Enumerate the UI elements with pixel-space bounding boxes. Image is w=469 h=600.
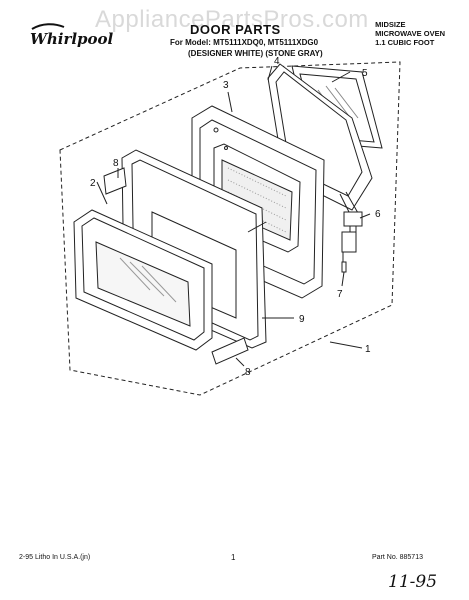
callout-1: 1 <box>365 344 371 355</box>
spec-line: 1.1 CUBIC FOOT <box>375 38 435 47</box>
leader-line <box>227 91 233 113</box>
model-numbers: For Model: MT5111XDQ0, MT5111XDG0 <box>170 38 319 47</box>
callout-5: 5 <box>362 68 368 79</box>
callout-6: 6 <box>375 209 381 220</box>
leader-line <box>359 213 371 219</box>
product-spec: MIDSIZE MICROWAVE OVEN 1.1 CUBIC FOOT <box>375 20 445 47</box>
leader-line <box>267 65 273 81</box>
callout-8-bottom: 8 <box>245 367 251 378</box>
callout-2: 2 <box>90 178 96 189</box>
spring-part-7 <box>341 252 347 273</box>
brand-name: Whirlpool <box>30 30 114 48</box>
part-number: Part No. 885713 <box>372 554 423 561</box>
page-title: DOOR PARTS <box>190 22 281 37</box>
callout-8-top: 8 <box>113 158 119 169</box>
whirlpool-logo: Whirlpool <box>30 23 114 48</box>
handwritten-date: 11-95 <box>388 572 438 592</box>
callout-7: 7 <box>337 289 343 300</box>
leader-line <box>329 341 363 349</box>
trim-strip-part-8-top <box>103 167 127 195</box>
color-variants: (DESIGNER WHITE) (STONE GRAY) <box>188 49 323 58</box>
spec-line: MIDSIZE <box>375 20 406 29</box>
callout-4: 4 <box>274 56 280 67</box>
latch-part-6 <box>341 211 363 253</box>
leader-line <box>235 357 245 367</box>
callout-9: 9 <box>299 314 305 325</box>
spec-line: MICROWAVE OVEN <box>375 29 445 38</box>
leader-line <box>331 71 351 83</box>
trim-strip-part-8-bottom <box>211 337 249 365</box>
page-number: 1 <box>231 553 236 562</box>
watermark-text: AppliancePartsPros.com <box>95 6 369 33</box>
outer-door-panel-part-2 <box>73 209 213 351</box>
leader-line <box>96 181 108 205</box>
callout-3: 3 <box>223 80 229 91</box>
print-info: 2-95 Litho In U.S.A.(jn) <box>19 554 91 561</box>
assembly-boundary <box>59 61 401 396</box>
leader-line <box>341 271 345 287</box>
